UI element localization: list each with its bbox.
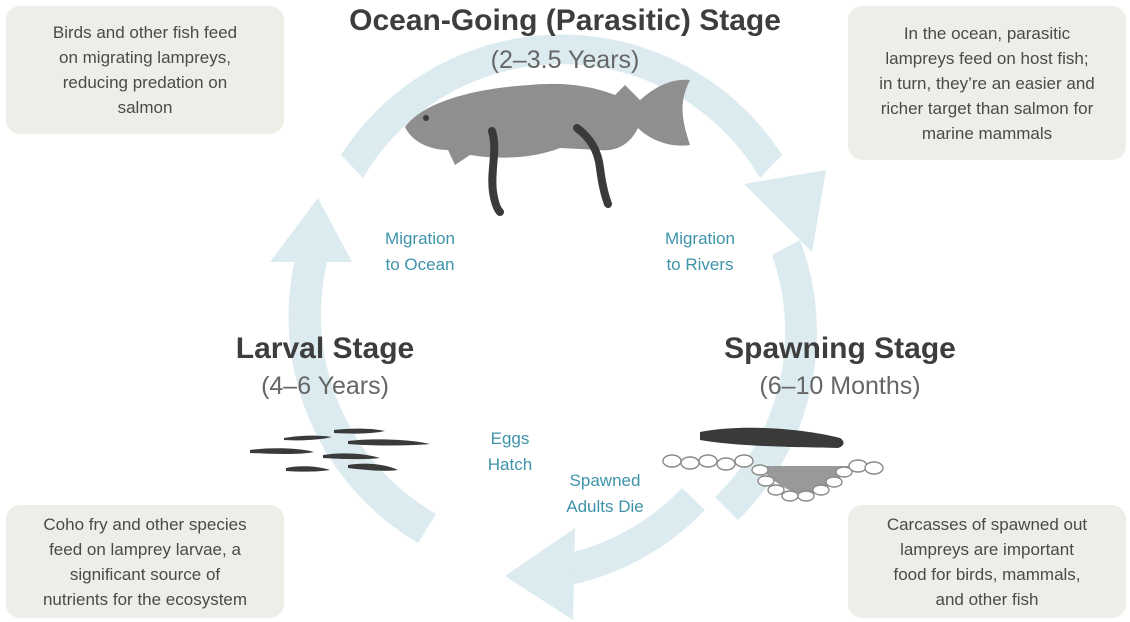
transition-label-line: Adults Die <box>545 494 665 520</box>
transition-label-line: Spawned <box>545 468 665 494</box>
transition-label-line: to Ocean <box>360 252 480 278</box>
note-line: salmon <box>53 95 237 120</box>
stage-title-ocean: Ocean-Going (Parasitic) Stage <box>300 4 830 38</box>
note-line: nutrients for the ecosystem <box>43 587 247 612</box>
note-line: feed on lamprey larvae, a <box>43 537 247 562</box>
stage-duration-ocean: (2–3.5 Years) <box>380 46 750 75</box>
transition-label-line: Eggs <box>470 426 550 452</box>
note-line: reducing predation on <box>53 70 237 95</box>
arrowhead-left <box>270 198 352 262</box>
note-bottom-left: Coho fry and other species feed on lampr… <box>6 505 284 618</box>
stage-title-spawning: Spawning Stage <box>690 332 990 366</box>
transition-spawned-adults-die: Spawned Adults Die <box>545 468 665 520</box>
note-top-right: In the ocean, parasitic lampreys feed on… <box>848 6 1126 160</box>
note-line: food for birds, mammals, <box>887 562 1087 587</box>
note-line: Coho fry and other species <box>43 512 247 537</box>
stage-title-larval: Larval Stage <box>200 332 450 366</box>
transition-label-line: Migration <box>640 226 760 252</box>
note-bottom-right: Carcasses of spawned out lampreys are im… <box>848 505 1126 618</box>
transition-migration-to-rivers: Migration to Rivers <box>640 226 760 278</box>
transition-label-line: Migration <box>360 226 480 252</box>
stage-duration-larval: (4–6 Years) <box>220 372 430 401</box>
note-line: marine mammals <box>879 121 1094 146</box>
transition-eggs-hatch: Eggs Hatch <box>470 426 550 478</box>
transition-migration-to-ocean: Migration to Ocean <box>360 226 480 278</box>
arrowhead-bottom <box>505 528 575 620</box>
note-line: and other fish <box>887 587 1087 612</box>
note-line: In the ocean, parasitic <box>879 21 1094 46</box>
note-line: lampreys are important <box>887 537 1087 562</box>
note-line: in turn, they’re an easier and <box>879 71 1094 96</box>
note-line: Carcasses of spawned out <box>887 512 1087 537</box>
note-line: on migrating lampreys, <box>53 45 237 70</box>
note-line: richer target than salmon for <box>879 96 1094 121</box>
note-line: lampreys feed on host fish; <box>879 46 1094 71</box>
note-line: significant source of <box>43 562 247 587</box>
stage-duration-spawning: (6–10 Months) <box>720 372 960 401</box>
transition-label-line: Hatch <box>470 452 550 478</box>
salmon-with-lampreys-icon <box>405 80 690 212</box>
transition-label-line: to Rivers <box>640 252 760 278</box>
note-top-left: Birds and other fish feed on migrating l… <box>6 6 284 134</box>
note-line: Birds and other fish feed <box>53 20 237 45</box>
